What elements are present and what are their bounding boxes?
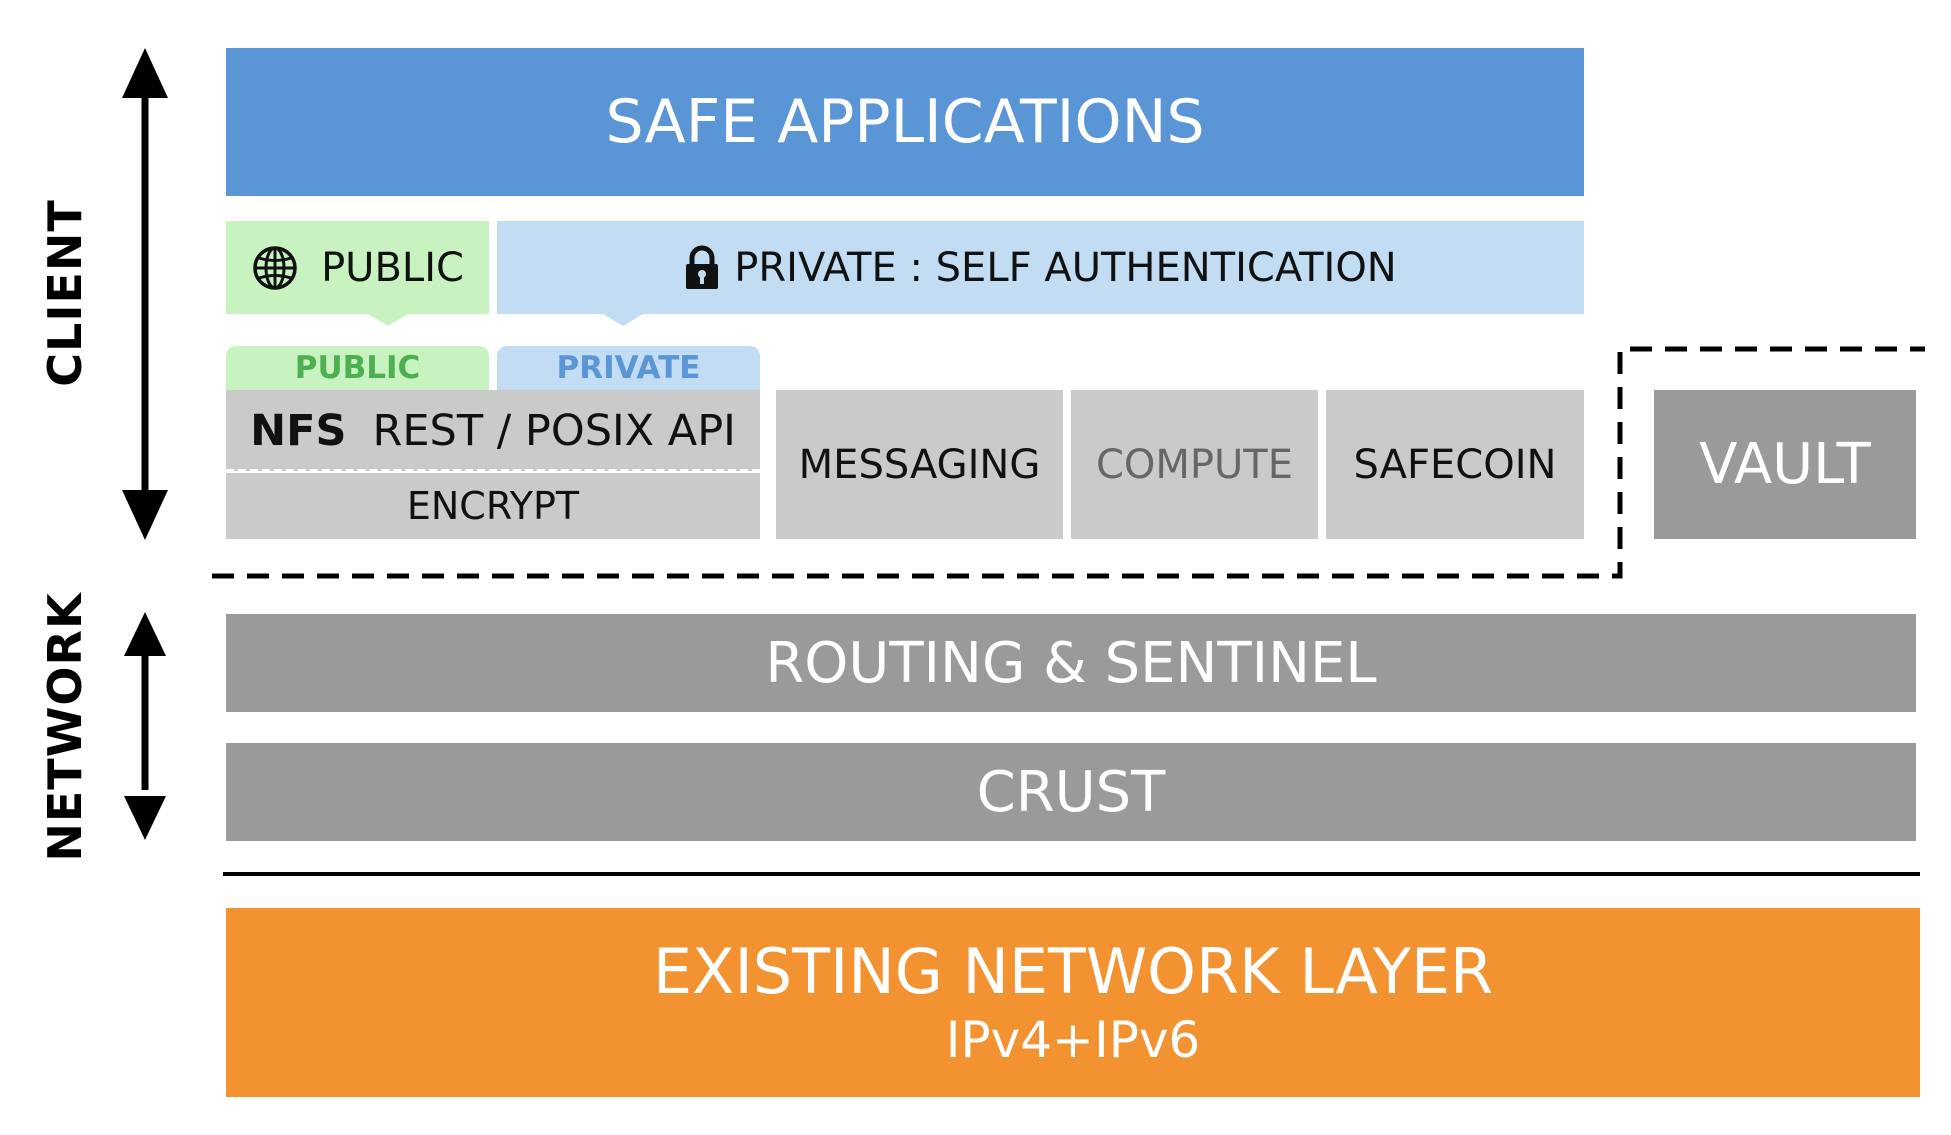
compute-label: COMPUTE: [1095, 441, 1294, 488]
nfs-encrypt-divider: [226, 469, 760, 473]
existing-network-label: EXISTING NETWORK LAYER: [652, 934, 1494, 1008]
ip-versions-label: IPv4+IPv6: [945, 1010, 1201, 1069]
public-layer: PUBLIC: [226, 221, 489, 314]
safecoin-block: SAFECOIN: [1326, 390, 1584, 539]
existing-network-layer: EXISTING NETWORK LAYER IPv4+IPv6: [226, 908, 1920, 1097]
encrypt-block: ENCRYPT: [226, 473, 760, 539]
safecoin-label: SAFECOIN: [1353, 441, 1557, 488]
client-arrow: [122, 48, 168, 540]
routing-sentinel-label: ROUTING & SENTINEL: [765, 630, 1377, 696]
network-arrow: [124, 612, 166, 840]
crust-layer: CRUST: [226, 743, 1916, 841]
private-tab: PRIVATE: [497, 346, 760, 390]
rest-posix-label: REST / POSIX API: [372, 405, 736, 456]
globe-icon: [251, 244, 299, 292]
public-callout-pointer: [368, 314, 408, 326]
client-boundary-dashed: [212, 346, 1925, 579]
vault-block: VAULT: [1654, 390, 1916, 539]
public-tab: PUBLIC: [226, 346, 489, 390]
messaging-block: MESSAGING: [776, 390, 1063, 539]
private-self-auth-layer: PRIVATE : SELF AUTHENTICATION: [497, 221, 1584, 314]
encrypt-label: ENCRYPT: [406, 484, 580, 528]
vault-label: VAULT: [1699, 432, 1871, 497]
network-label: NETWORK: [38, 592, 92, 862]
nfs-label: NFS: [250, 405, 347, 456]
lock-icon: [684, 245, 720, 291]
client-label: CLIENT: [38, 199, 92, 387]
private-self-auth-label: PRIVATE : SELF AUTHENTICATION: [734, 244, 1397, 291]
compute-block: COMPUTE: [1071, 390, 1318, 539]
routing-sentinel-layer: ROUTING & SENTINEL: [226, 614, 1916, 712]
safe-applications-layer: SAFE APPLICATIONS: [226, 48, 1584, 196]
messaging-label: MESSAGING: [798, 441, 1041, 488]
private-callout-pointer: [603, 314, 643, 326]
crust-label: CRUST: [976, 759, 1166, 825]
public-label: PUBLIC: [321, 244, 464, 291]
nfs-api-block: NFS REST / POSIX API: [226, 390, 760, 471]
safe-applications-label: SAFE APPLICATIONS: [605, 87, 1205, 157]
private-tab-label: PRIVATE: [556, 350, 701, 386]
public-tab-label: PUBLIC: [294, 350, 421, 386]
